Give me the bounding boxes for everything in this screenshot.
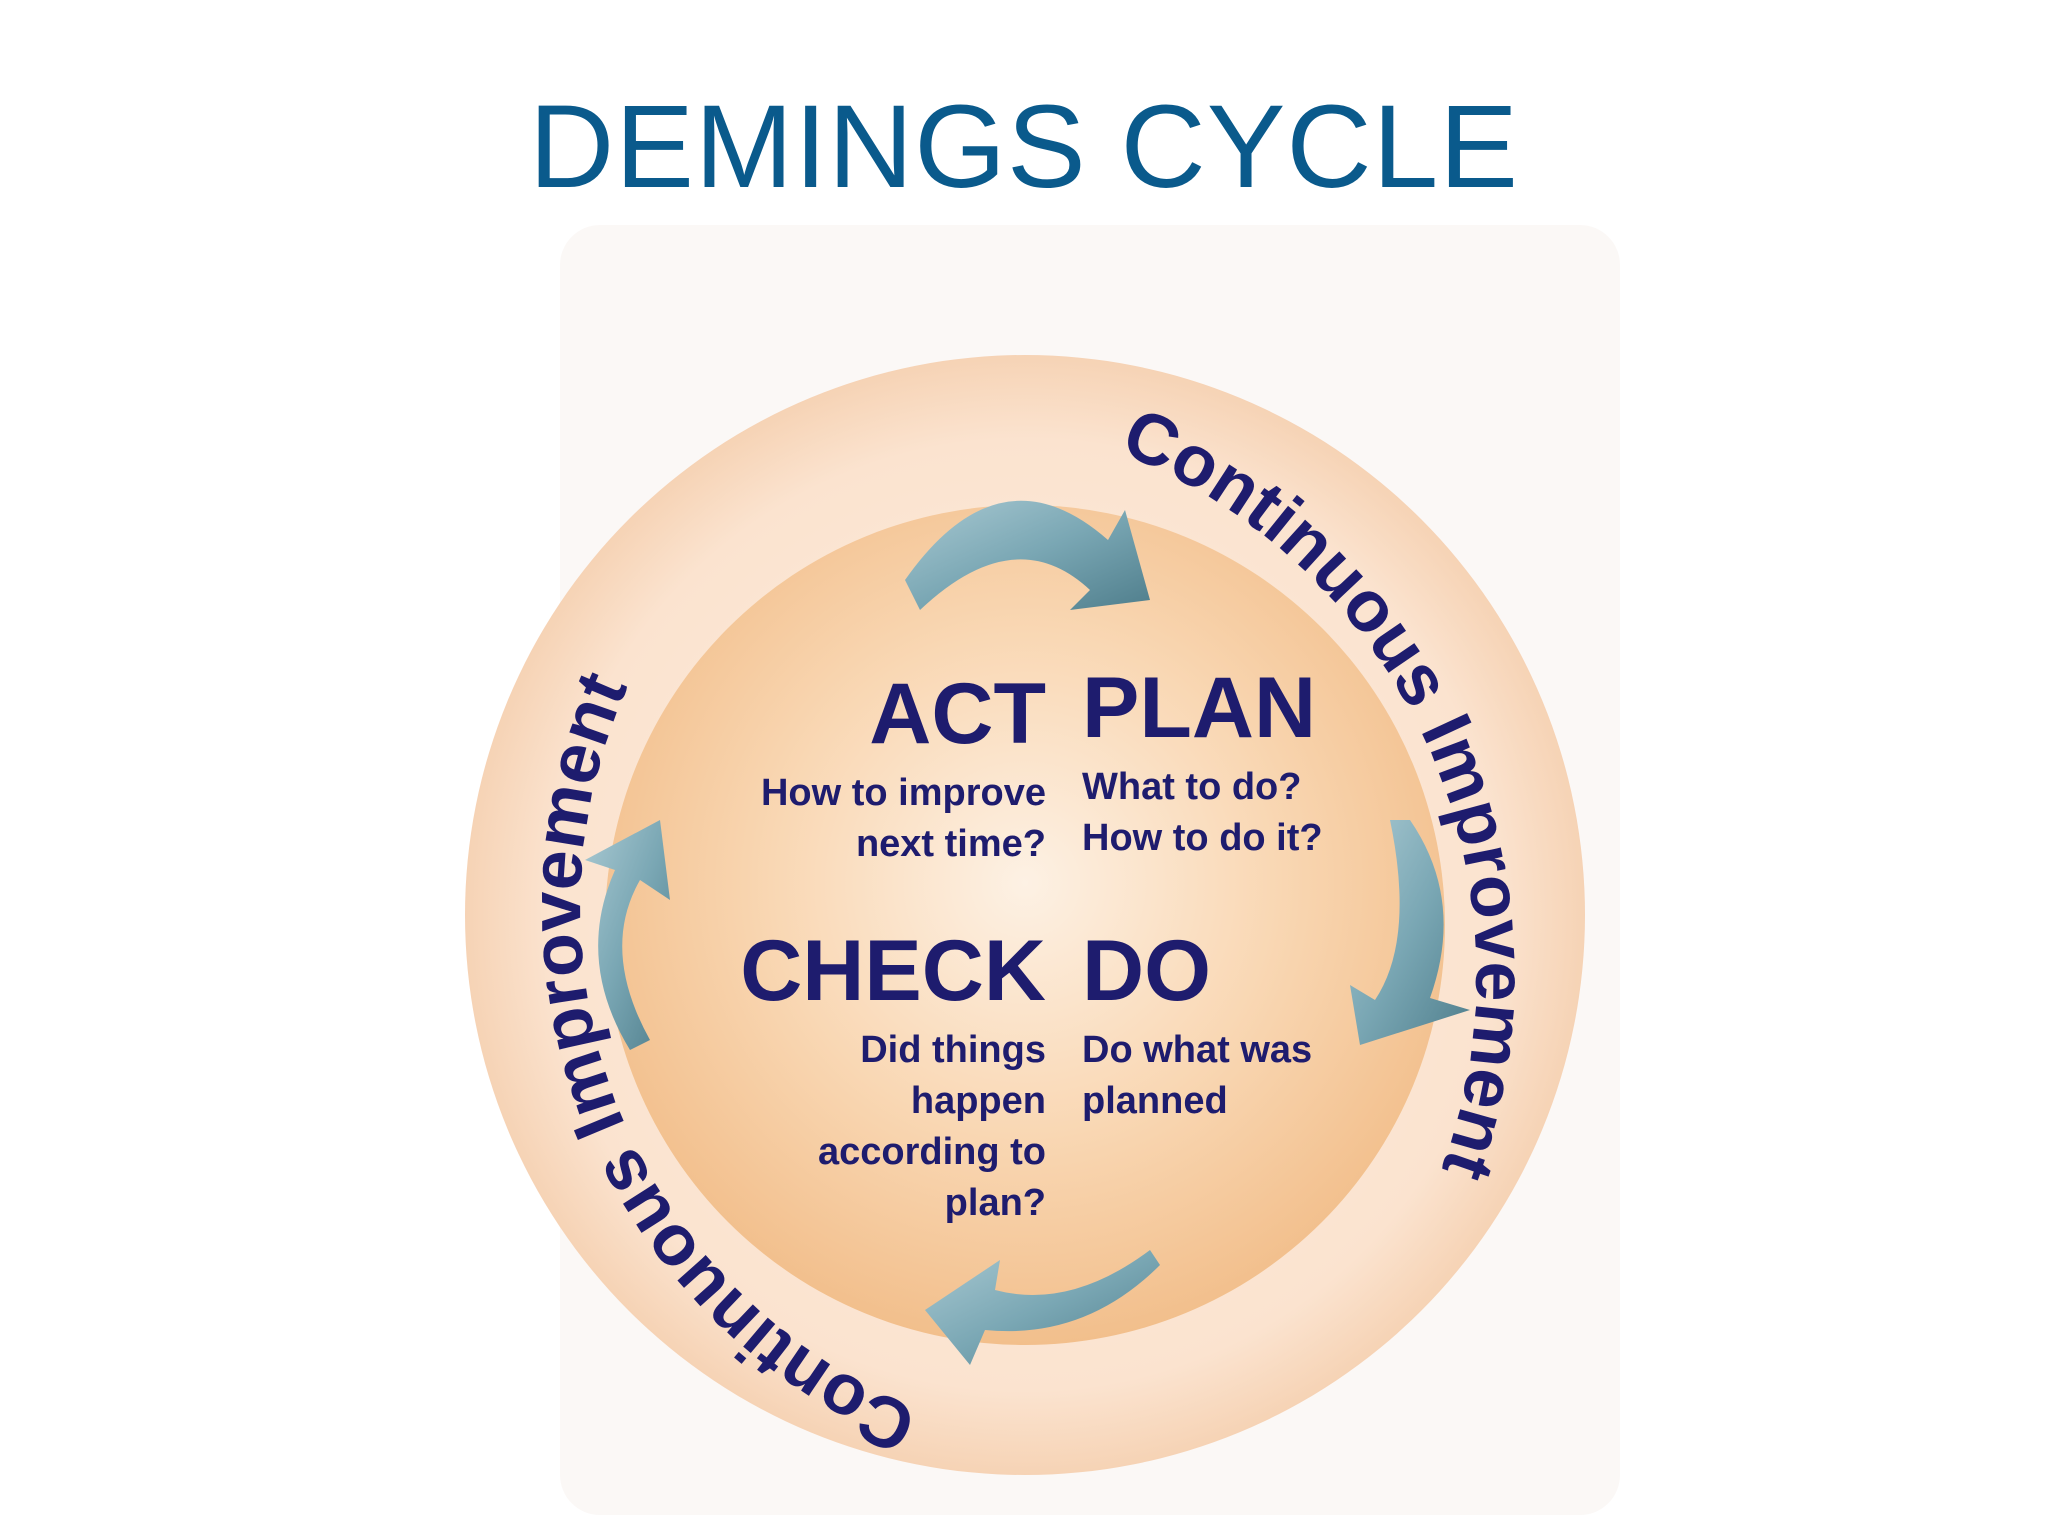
phase-plan-label: PLAN — [1082, 660, 1317, 756]
phase-act-label: ACT — [869, 666, 1046, 762]
phase-act: ACT How to improve next time? — [660, 668, 1046, 870]
page-title: DEMINGS CYCLE — [529, 81, 1519, 213]
arrow-do-to-check — [925, 1250, 1160, 1365]
phase-do-description: Do what was planned — [1082, 1029, 1313, 1122]
phase-do-label: DO — [1082, 923, 1211, 1019]
phase-check: CHECK Did things happen according to pla… — [640, 925, 1046, 1229]
phase-do: DO Do what was planned — [1082, 925, 1462, 1127]
phase-check-label: CHECK — [740, 923, 1046, 1019]
phase-plan: PLAN What to do? How to do it? — [1082, 662, 1462, 864]
arrow-plan-to-do — [1350, 820, 1470, 1045]
arrow-check-to-act — [585, 820, 670, 1050]
phase-plan-description: What to do? How to do it? — [1082, 766, 1323, 859]
arrow-act-to-plan — [905, 500, 1150, 610]
inner-disc — [605, 505, 1445, 1345]
phase-act-description: How to improve next time? — [760, 772, 1046, 865]
phase-check-description: Did things happen according to plan? — [817, 1029, 1046, 1224]
